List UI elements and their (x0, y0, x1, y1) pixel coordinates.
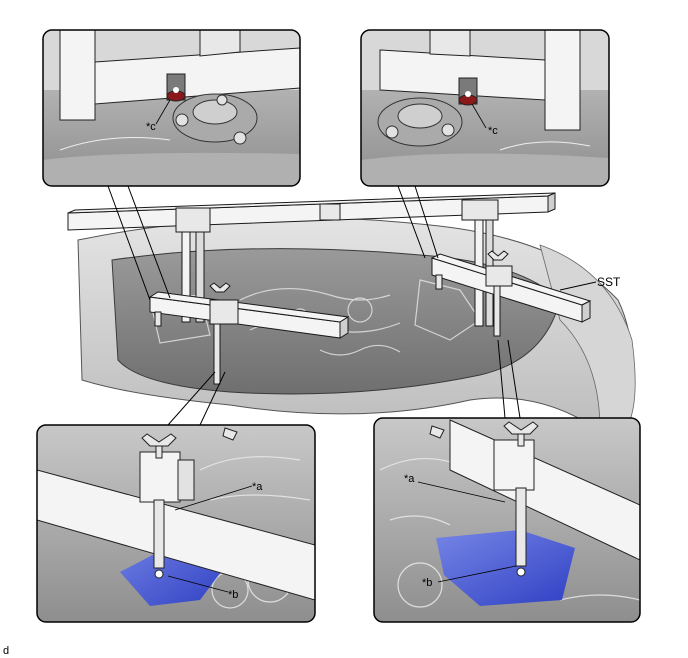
label-sst: SST (597, 275, 621, 289)
label-a-right: *a (404, 473, 415, 485)
label-b-right: *b (422, 577, 432, 589)
leader-lines (107, 185, 597, 426)
label-b-left: *b (228, 589, 238, 601)
label-c-right: *c (488, 125, 498, 137)
inset-top-left: *c (42, 29, 301, 187)
figure-code: d (3, 645, 9, 657)
sst-frame (67, 192, 592, 385)
inset-bottom-left: *a *b (36, 424, 316, 623)
label-a-left: *a (252, 481, 263, 493)
inset-bottom-right: *a *b (373, 417, 641, 623)
vehicle-front-body (77, 217, 636, 431)
label-c-left: *c (146, 121, 156, 133)
inset-top-right: *c (360, 29, 610, 187)
